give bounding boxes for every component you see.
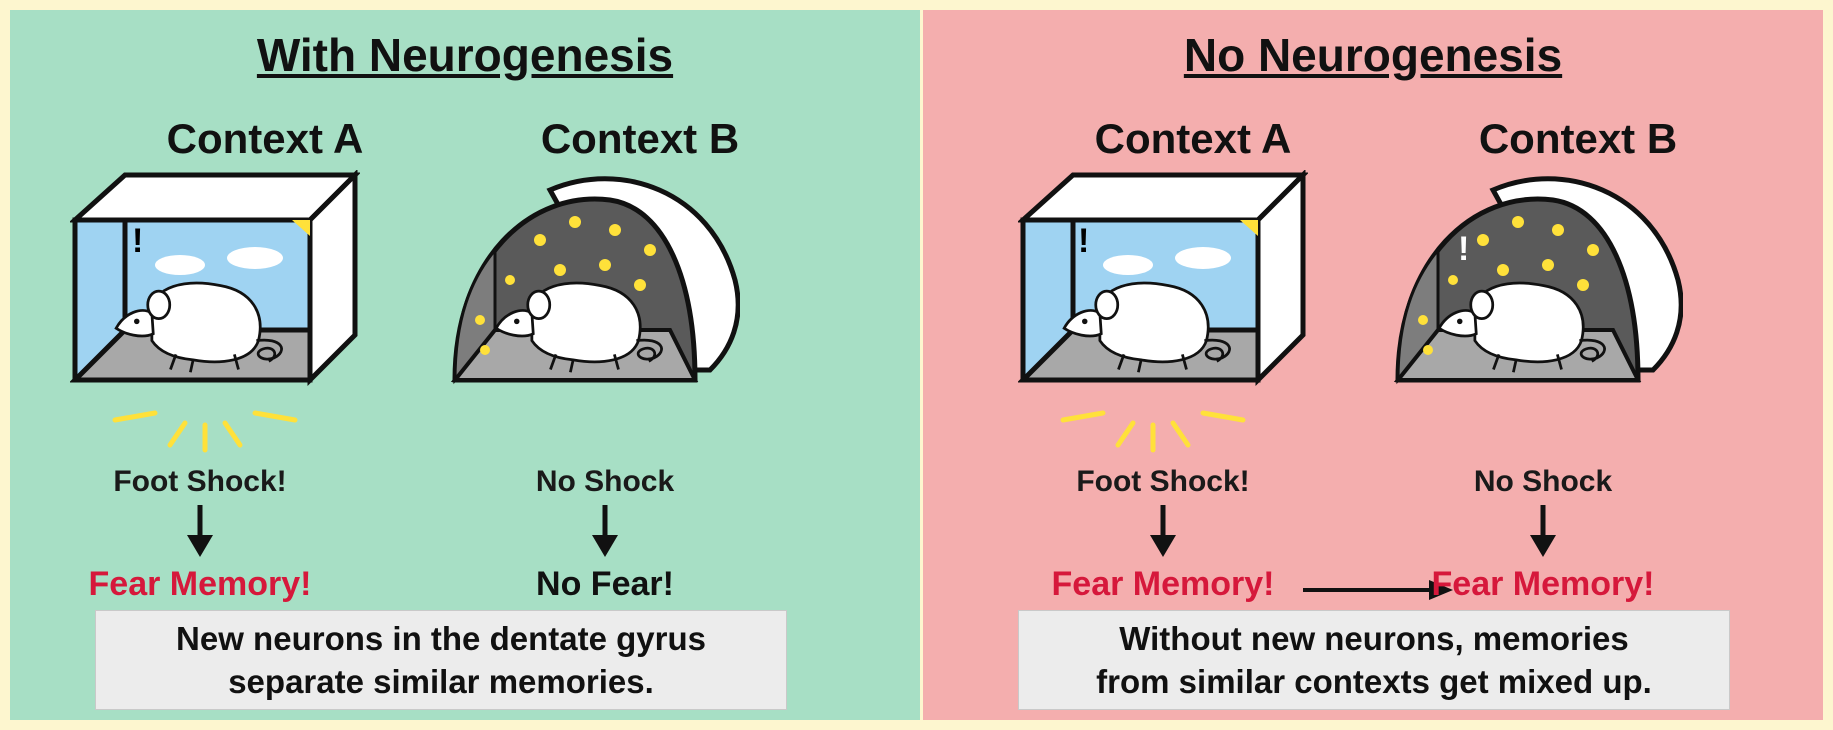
context-b-label: Context B: [475, 115, 805, 163]
mouse-icon: [490, 265, 670, 375]
panel-no-neurogenesis: No Neurogenesis Context A Context B ! ! …: [923, 10, 1823, 720]
exclamation-icon: !: [132, 222, 143, 261]
caption-line: New neurons in the dentate gyrus: [96, 617, 786, 660]
outcome-label: Fear Memory!: [30, 565, 370, 604]
shock-spark-icon: [1053, 405, 1253, 455]
down-arrow-icon: [185, 505, 215, 557]
stimulus-label: No Shock: [1393, 465, 1693, 499]
caption-line: from similar contexts get mixed up.: [1019, 660, 1729, 703]
outcome-label: Fear Memory!: [993, 565, 1333, 604]
mouse-icon: [110, 265, 290, 375]
down-arrow-icon: [590, 505, 620, 557]
outcome-label: Fear Memory!: [1373, 565, 1713, 604]
mouse-icon: [1058, 265, 1238, 375]
shock-spark-icon: [105, 405, 305, 455]
mouse-icon: [1433, 265, 1613, 375]
panel-title: With Neurogenesis: [10, 28, 920, 82]
stimulus-label: No Shock: [455, 465, 755, 499]
caption-box: Without new neurons, memories from simil…: [1018, 610, 1730, 710]
down-arrow-icon: [1528, 505, 1558, 557]
panel-with-neurogenesis: With Neurogenesis Context A Context B ! …: [10, 10, 920, 720]
down-arrow-icon: [1148, 505, 1178, 557]
outcome-label: No Fear!: [455, 565, 755, 604]
exclamation-icon: !: [1458, 230, 1469, 269]
stimulus-label: Foot Shock!: [50, 465, 350, 499]
caption-line: separate similar memories.: [96, 660, 786, 703]
context-a-label: Context A: [1028, 115, 1358, 163]
panel-title: No Neurogenesis: [923, 28, 1823, 82]
context-b-label: Context B: [1413, 115, 1743, 163]
stimulus-label: Foot Shock!: [1013, 465, 1313, 499]
exclamation-icon: !: [1078, 222, 1089, 261]
caption-line: Without new neurons, memories: [1019, 617, 1729, 660]
context-a-label: Context A: [100, 115, 430, 163]
caption-box: New neurons in the dentate gyrus separat…: [95, 610, 787, 710]
